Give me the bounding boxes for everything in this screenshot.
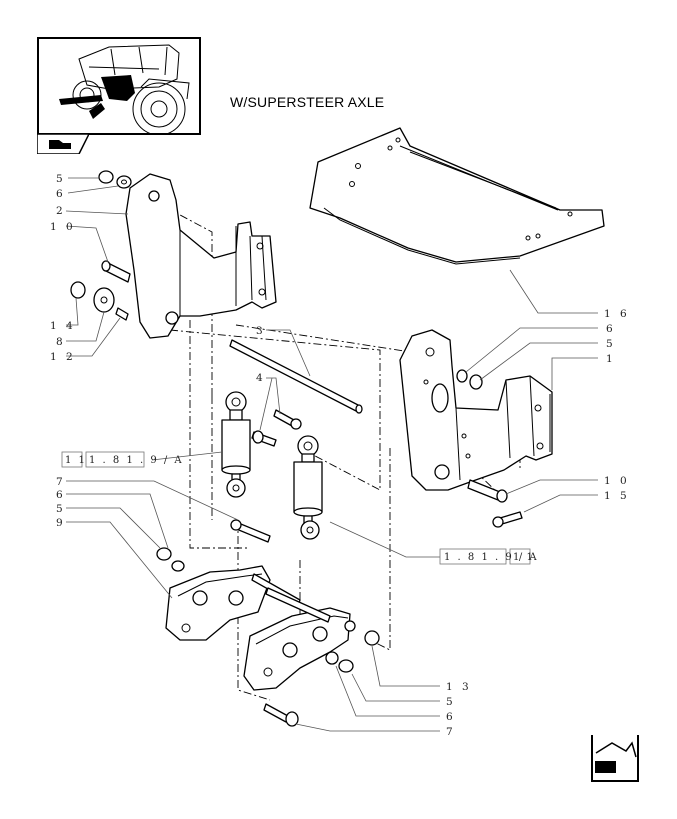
left-hardware[interactable] bbox=[70, 170, 132, 321]
reference-box-11-left: 1 1 bbox=[65, 455, 87, 466]
callout-5-left: 5 bbox=[56, 173, 66, 185]
reference-left[interactable]: 1 1 1 . 8 1 . 9 / A bbox=[61, 451, 184, 468]
callout-10-left: 1 0 bbox=[50, 221, 76, 233]
callout-14: 1 4 bbox=[50, 320, 76, 332]
callout-5-right: 5 bbox=[606, 338, 616, 350]
left-bracket-part-2[interactable] bbox=[125, 173, 277, 339]
callout-9: 9 bbox=[56, 517, 66, 529]
callout-5-bottom: 5 bbox=[446, 696, 456, 708]
callout-7-mid: 7 bbox=[56, 476, 66, 488]
leader-lines bbox=[65, 177, 598, 732]
callout-10-right: 1 0 bbox=[604, 475, 630, 487]
pin-part-7-upper[interactable] bbox=[156, 519, 271, 572]
callout-6-left: 6 bbox=[56, 188, 66, 200]
callout-6-right: 6 bbox=[606, 323, 616, 335]
cylinder-left[interactable] bbox=[221, 391, 251, 498]
link-plates-part-9[interactable] bbox=[165, 565, 351, 691]
bolts-part-4[interactable] bbox=[251, 409, 302, 447]
bottom-hardware[interactable] bbox=[263, 620, 380, 727]
callout-16: 1 6 bbox=[604, 308, 630, 320]
callout-7-bottom: 7 bbox=[446, 726, 456, 738]
long-pin-part-3[interactable] bbox=[229, 339, 363, 414]
reference-box-11-right: 1 1 bbox=[513, 552, 535, 563]
next-page-icon[interactable] bbox=[590, 733, 640, 783]
callout-6-bottom: 6 bbox=[446, 711, 456, 723]
shield-plate-part-16[interactable] bbox=[309, 127, 605, 265]
tractor-thumbnail-icon[interactable] bbox=[37, 37, 201, 135]
callout-5-mid: 5 bbox=[56, 503, 66, 515]
callout-1: 1 bbox=[606, 353, 616, 365]
callout-2: 2 bbox=[56, 205, 66, 217]
reference-right[interactable]: 1 . 8 1 . 9 / A 1 1 bbox=[439, 548, 539, 565]
reference-box-1819a-right: 1 . 8 1 . 9 / A bbox=[444, 552, 539, 563]
cylinder-right[interactable] bbox=[293, 435, 323, 540]
callout-12: 1 2 bbox=[50, 351, 76, 363]
right-hardware[interactable] bbox=[456, 369, 523, 528]
book-tab-icon[interactable] bbox=[36, 133, 91, 155]
callout-numbers: 5 6 2 1 0 1 4 8 1 2 3 4 1 6 6 5 1 1 0 1 … bbox=[50, 173, 630, 738]
diagram-title: W/SUPERSTEER AXLE bbox=[230, 94, 385, 110]
callout-13: 1 3 bbox=[446, 681, 472, 693]
right-bracket-part-1[interactable] bbox=[399, 329, 553, 491]
callout-3: 3 bbox=[256, 325, 266, 337]
callout-15: 1 5 bbox=[604, 490, 630, 502]
callout-4: 4 bbox=[256, 372, 266, 384]
reference-box-1819a-left: 1 . 8 1 . 9 / A bbox=[89, 455, 184, 466]
callout-6-mid: 6 bbox=[56, 489, 66, 501]
callout-8: 8 bbox=[56, 336, 66, 348]
